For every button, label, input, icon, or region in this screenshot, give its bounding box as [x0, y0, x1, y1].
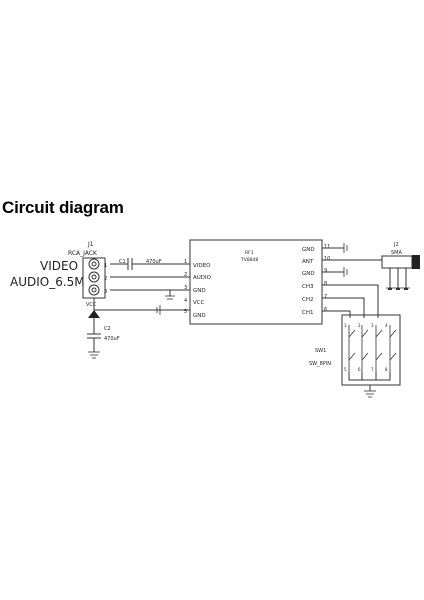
j1-ref: J1 — [87, 241, 94, 248]
rf1-left-pin-name-1: VIDEO — [193, 263, 211, 269]
sw1-num-1: 1 — [344, 323, 347, 328]
rca-jack-j1: J1 RCA_JACK 1 2 3 — [68, 241, 107, 299]
audio-side-label: AUDIO_6.5M — [10, 275, 85, 289]
rf1-right-pin-num-8: 8 — [324, 281, 327, 287]
rf1-right-pin-num-6: 6 — [324, 307, 327, 313]
rf-modulator-rf1: RF1 TV8848 1 VIDEO 2 AUDIO 3 GND 4 VCC 5… — [184, 239, 330, 325]
rf1-right-pin-name-6: CH1 — [302, 310, 313, 316]
sw1-num-4: 4 — [385, 323, 388, 328]
c1-ref: C1 — [119, 259, 126, 265]
rf1-part: TV8848 — [240, 257, 258, 263]
capacitor-c1: C1 470uF — [119, 258, 162, 270]
j1-pin-1: 1 — [104, 263, 107, 269]
rf1-left-pin-num-1: 1 — [184, 259, 187, 265]
page-title: Circuit diagram — [2, 198, 124, 217]
sma-connector-j2: J2 SMA — [381, 242, 420, 290]
dip-switch-sw1: 1 2 3 4 5 6 7 8 SW1 SW_8PIN — [309, 314, 401, 391]
ground-symbol-pin5 — [156, 305, 161, 315]
rf1-left-pin-num-4: 4 — [184, 298, 187, 304]
ground-symbol-pin9 — [343, 267, 348, 277]
ground-symbol-pin3 — [165, 295, 175, 300]
rf1-right-pin-name-10: ANT — [302, 259, 314, 265]
sw1-name: SW_8PIN — [309, 361, 331, 367]
rf1-right-pin-num-7: 7 — [324, 294, 327, 300]
sw1-num-2: 2 — [358, 323, 361, 328]
j1-pin-2: 2 — [104, 276, 107, 282]
ground-symbol-sw1 — [364, 390, 376, 398]
rf1-right-pin-num-11: 11 — [324, 244, 330, 250]
rf1-left-pin-num-2: 2 — [184, 272, 187, 278]
rf1-left-pin-num-5: 5 — [184, 309, 187, 315]
rf1-right-pin-num-9: 9 — [324, 268, 327, 274]
j1-pin-3: 3 — [104, 289, 107, 295]
rf1-right-pin-num-10: 10 — [324, 256, 330, 262]
rf1-right-pin-name-9: GND — [302, 271, 315, 277]
rf1-left-pin-name-2: AUDIO — [193, 275, 212, 281]
j2-ref: J2 — [393, 242, 399, 248]
sw1-num-7: 7 — [371, 367, 374, 372]
sw1-num-8: 8 — [385, 367, 388, 372]
c2-value: 470uF — [104, 336, 120, 342]
rf1-left-pin-name-5: GND — [193, 313, 206, 319]
rf1-left-pin-name-3: GND — [193, 288, 206, 294]
c2-ref: C2 — [104, 326, 111, 332]
c1-value: 470uF — [146, 259, 162, 265]
capacitor-c2: C2 470uF — [87, 318, 120, 352]
video-side-label: VIDEO — [40, 259, 78, 273]
ground-symbol-c2 — [88, 351, 100, 359]
rf1-right-pin-name-7: CH2 — [302, 297, 313, 303]
j1-name: RCA_JACK — [68, 250, 98, 257]
sw1-num-3: 3 — [371, 323, 374, 328]
sw1-num-6: 6 — [358, 367, 361, 372]
rf1-right-pin-name-8: CH3 — [302, 284, 314, 290]
sw1-num-5: 5 — [344, 367, 347, 372]
rf1-right-pin-name-11: GND — [302, 247, 315, 253]
ground-symbol-pin11 — [343, 243, 348, 253]
sw1-ref: SW1 — [315, 348, 326, 354]
vcc-label: VCC — [86, 302, 97, 308]
rf1-left-pin-name-4: VCC — [193, 300, 205, 306]
j2-name: SMA — [391, 250, 402, 256]
rf1-ref: RF1 — [245, 250, 254, 256]
vcc-arrow — [88, 310, 100, 318]
rf1-left-pin-num-3: 3 — [184, 285, 187, 291]
